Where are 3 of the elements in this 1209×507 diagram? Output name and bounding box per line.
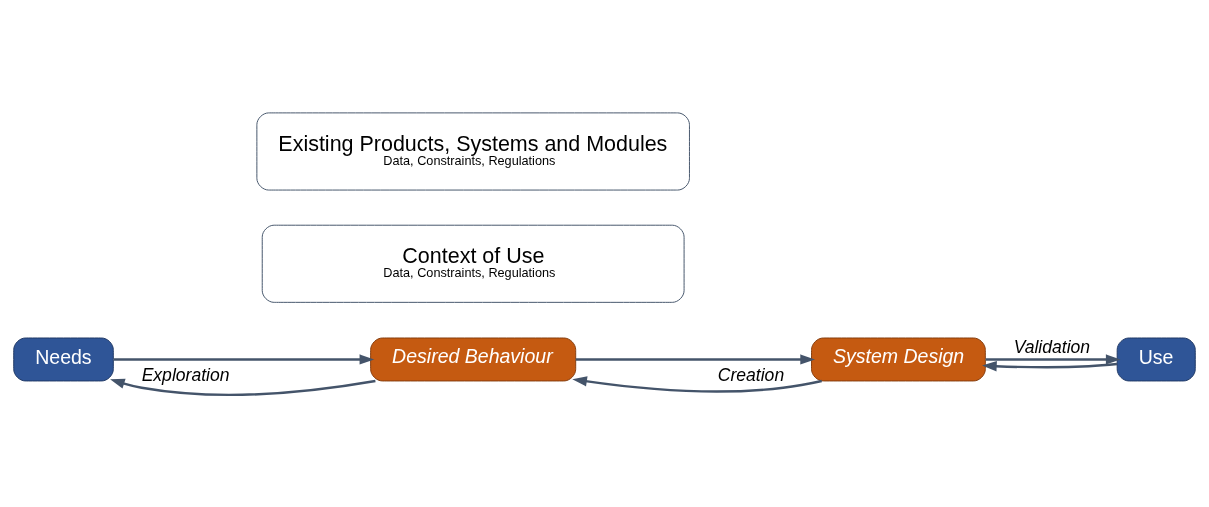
edge-label: Validation [1013, 336, 1091, 357]
edge-label: Exploration [141, 364, 230, 385]
edge-label: Creation [717, 364, 785, 385]
